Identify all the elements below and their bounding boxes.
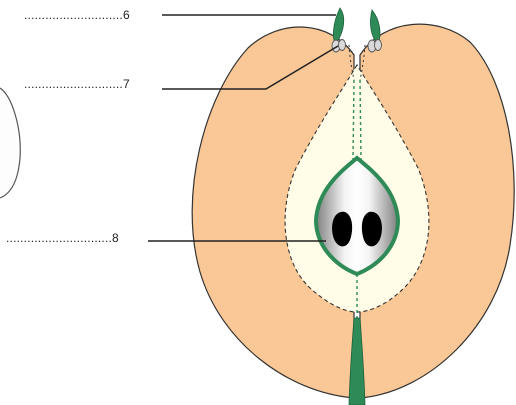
label-6-number: 6	[123, 8, 130, 22]
left-partial-outline	[0, 88, 20, 198]
stamen-remnants-right	[368, 40, 382, 53]
label-8: ..............................8	[6, 231, 119, 245]
stamen-remnants-left	[332, 40, 346, 53]
label-7-number: 7	[123, 77, 130, 91]
label-6-dots: ............................	[24, 8, 123, 22]
sepal-left	[333, 8, 343, 44]
label-7-dots: ............................	[24, 77, 123, 91]
label-8-dots: ..............................	[6, 231, 112, 245]
label-7: ............................7	[24, 77, 130, 91]
sepal-right	[370, 10, 380, 44]
label-6: ............................6	[24, 8, 130, 22]
label-8-number: 8	[112, 231, 119, 245]
